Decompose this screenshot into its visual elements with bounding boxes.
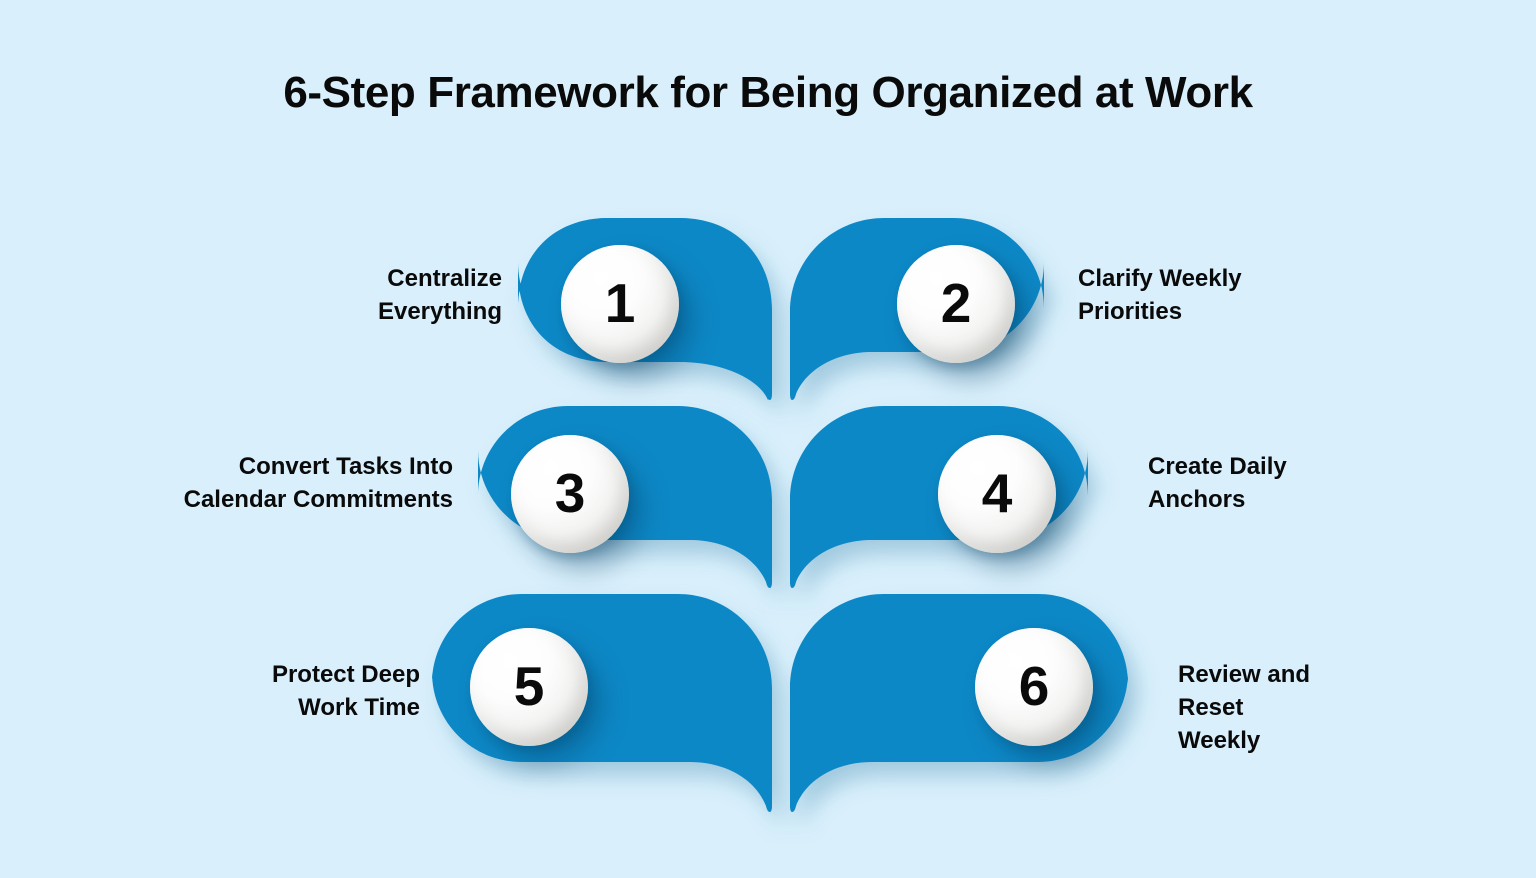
step-label-6-line-3: Weekly — [1178, 727, 1261, 755]
step-label-5: Protect Deep Work Time — [60, 658, 420, 724]
step-number-badge-4[interactable]: 4 — [938, 435, 1056, 553]
step-label-3-line-1: Convert Tasks Into — [238, 453, 453, 480]
step-number-1: 1 — [604, 271, 636, 334]
step-label-6-line-1: Review and — [1178, 661, 1311, 688]
step-label-1-line-1: Centralize — [387, 265, 502, 292]
step-number-4: 4 — [981, 461, 1013, 524]
step-label-5-line-1: Protect Deep — [271, 661, 420, 688]
step-label-6-line-2: Reset — [1178, 694, 1244, 722]
step-number-3: 3 — [554, 461, 586, 524]
step-number-2: 2 — [940, 271, 972, 334]
step-label-1-line-2: Everything — [377, 298, 502, 326]
step-label-2-line-2: Priorities — [1078, 298, 1183, 326]
step-label-3-line-2: Calendar Commitments — [183, 486, 453, 514]
step-number-badge-5[interactable]: 5 — [470, 628, 588, 746]
page-title: 6-Step Framework for Being Organized at … — [283, 68, 1253, 117]
step-label-5-line-2: Work Time — [298, 694, 420, 722]
step-label-6: Review and Reset Weekly — [1178, 658, 1508, 757]
step-label-4: Create Daily Anchors — [1148, 450, 1498, 516]
step-number-6: 6 — [1018, 654, 1050, 717]
step-label-1: Centralize Everything — [150, 262, 502, 328]
step-label-2: Clarify Weekly Priorities — [1078, 262, 1438, 328]
step-number-badge-3[interactable]: 3 — [511, 435, 629, 553]
step-number-badge-2[interactable]: 2 — [897, 245, 1015, 363]
step-label-3: Convert Tasks Into Calendar Commitments — [90, 450, 453, 516]
step-label-4-line-2: Anchors — [1148, 486, 1246, 514]
step-number-badge-1[interactable]: 1 — [561, 245, 679, 363]
step-number-5: 5 — [513, 654, 545, 717]
step-label-4-line-1: Create Daily — [1148, 453, 1287, 480]
step-number-badge-6[interactable]: 6 — [975, 628, 1093, 746]
step-label-2-line-1: Clarify Weekly — [1078, 265, 1242, 292]
